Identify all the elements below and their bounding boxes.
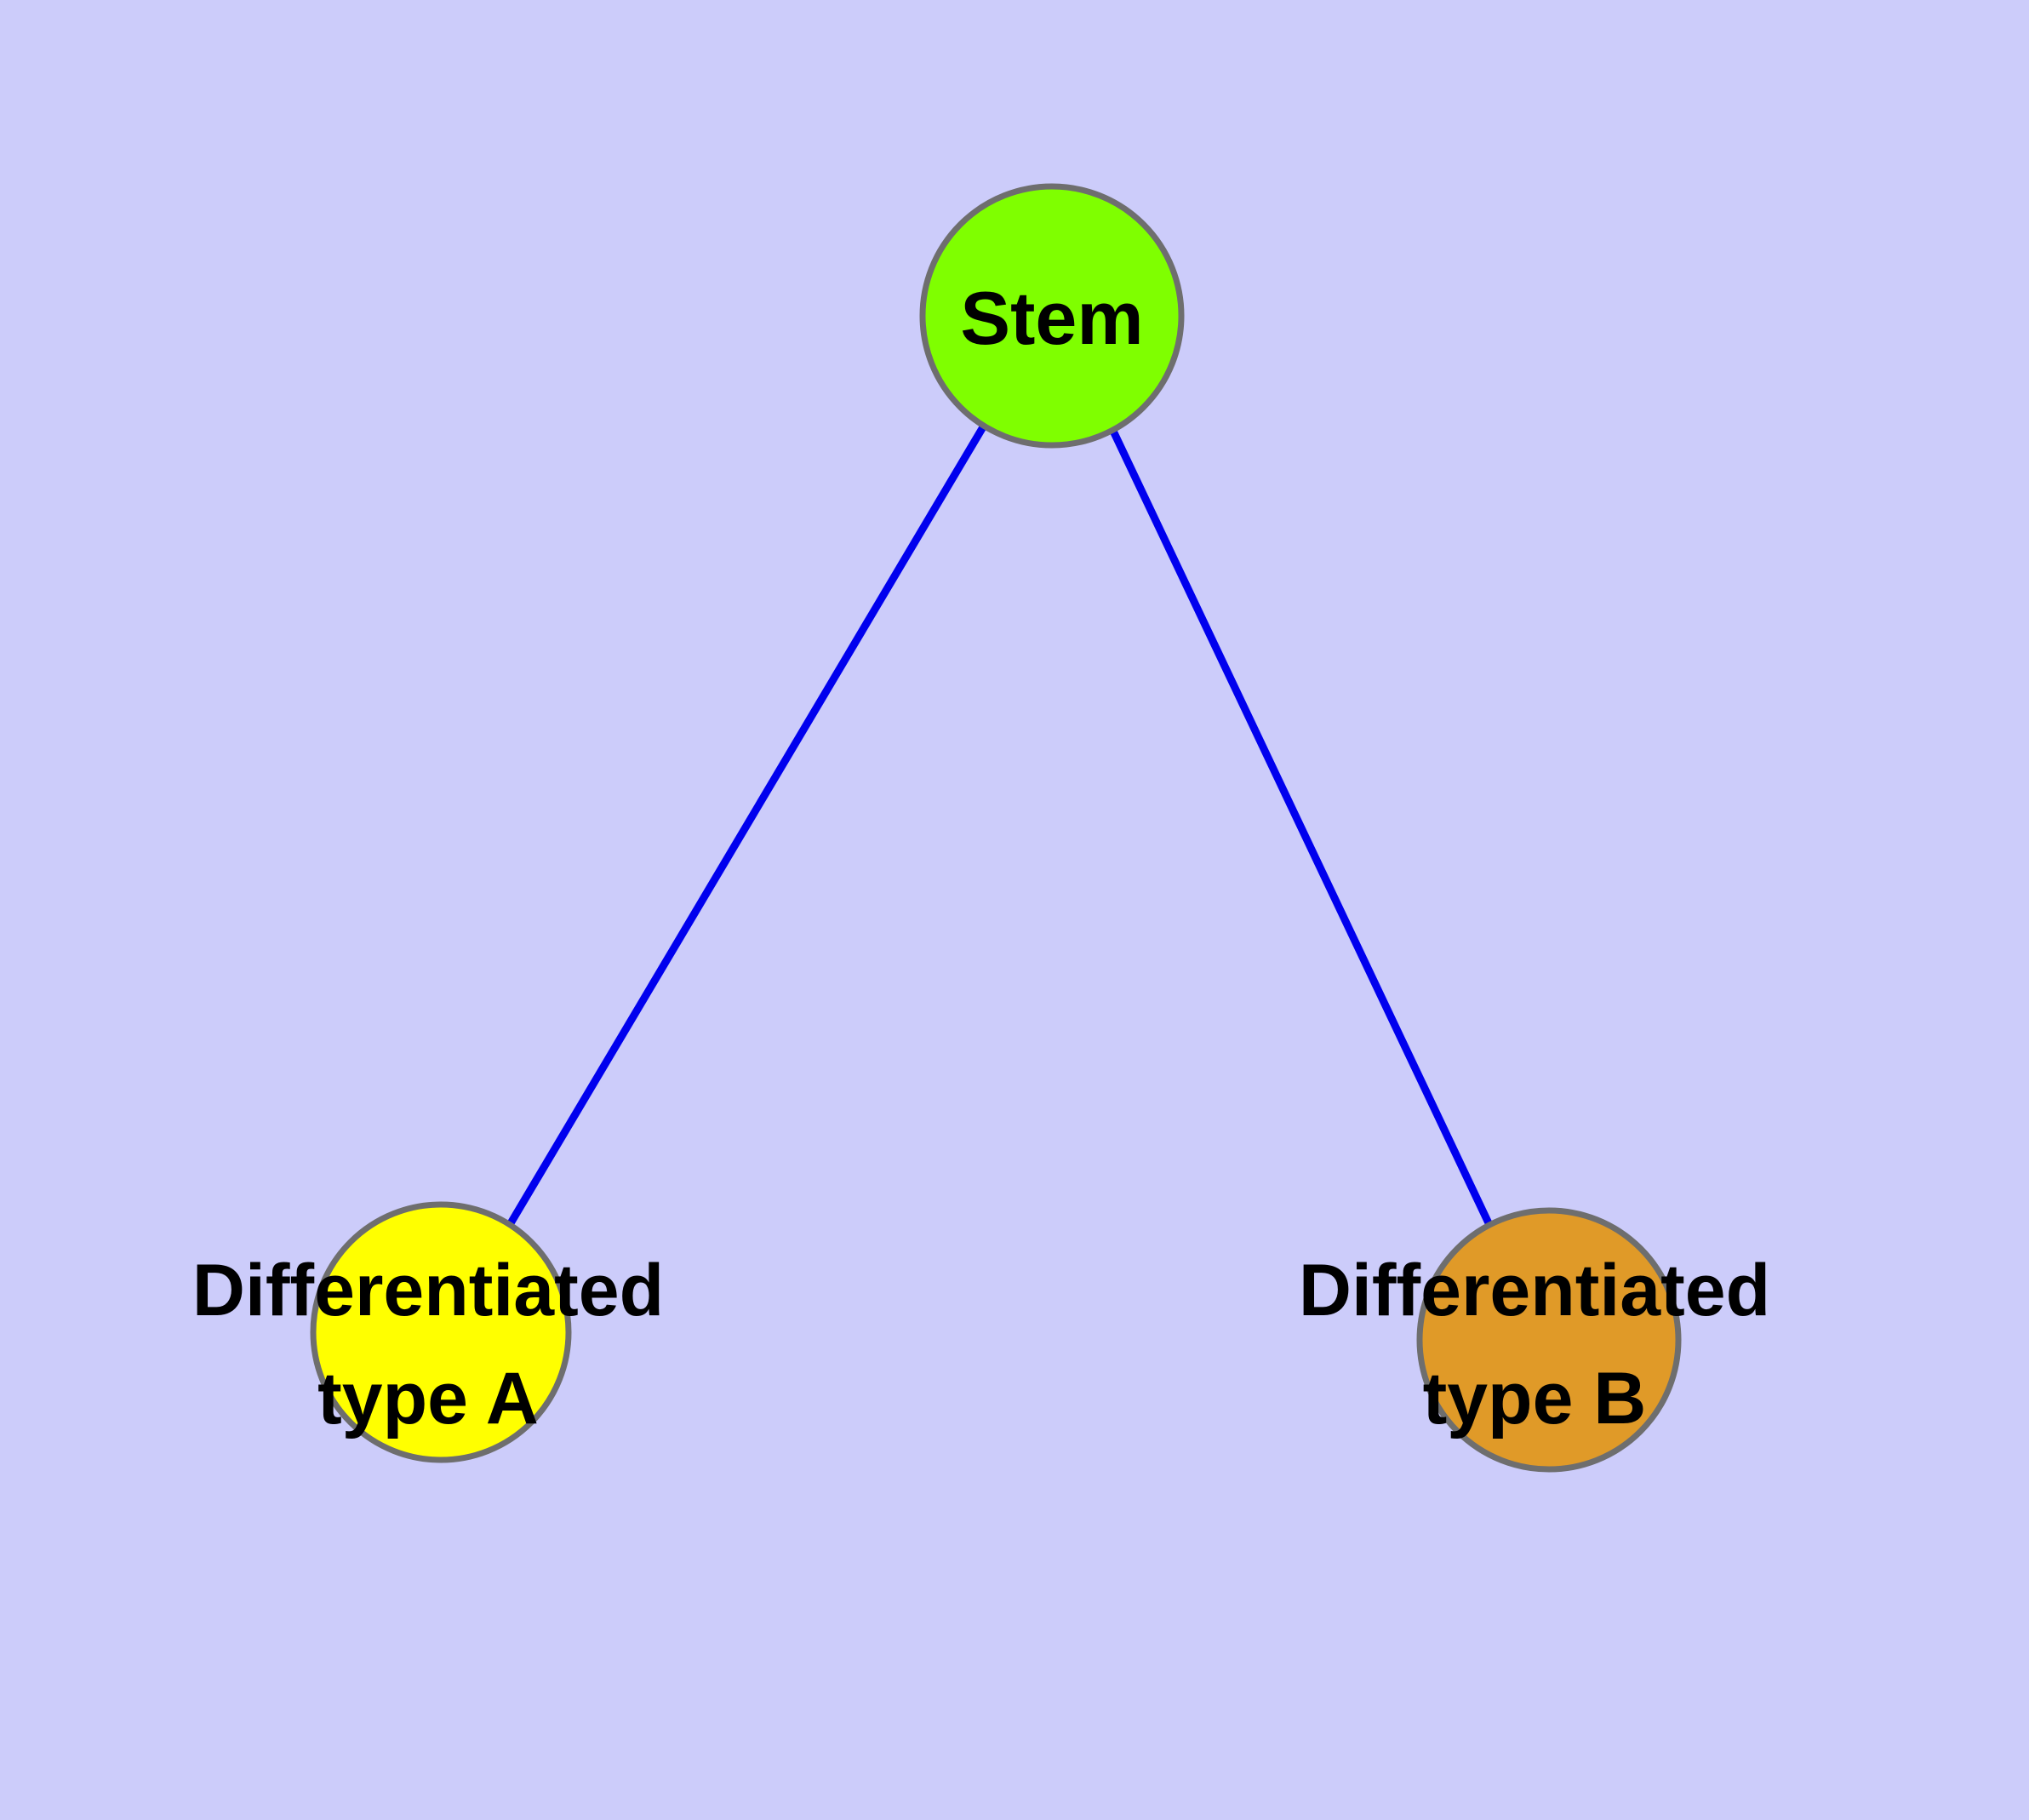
node-diff-type-b-label-line2: type B <box>1423 1358 1647 1439</box>
edge-stem-to-type-a[interactable] <box>507 423 987 1226</box>
node-diff-type-b-circle[interactable] <box>1416 1207 1682 1473</box>
node-diff-type-a-label-line2: type A <box>317 1358 539 1439</box>
node-diff-type-a-circle[interactable] <box>310 1201 572 1463</box>
edge-stem-to-type-b[interactable] <box>1107 426 1495 1228</box>
edge-layer <box>507 423 1495 1228</box>
label-layer: Differentiated type A Differentiated typ… <box>192 276 1770 1439</box>
node-stem-circle[interactable] <box>919 183 1185 449</box>
node-diff-type-b-label-line1: Differentiated <box>1299 1250 1770 1331</box>
node-diff-type-a-label-line1: Differentiated <box>192 1250 664 1331</box>
node-layer <box>310 183 1682 1473</box>
node-stem-label: Stem <box>960 276 1143 360</box>
